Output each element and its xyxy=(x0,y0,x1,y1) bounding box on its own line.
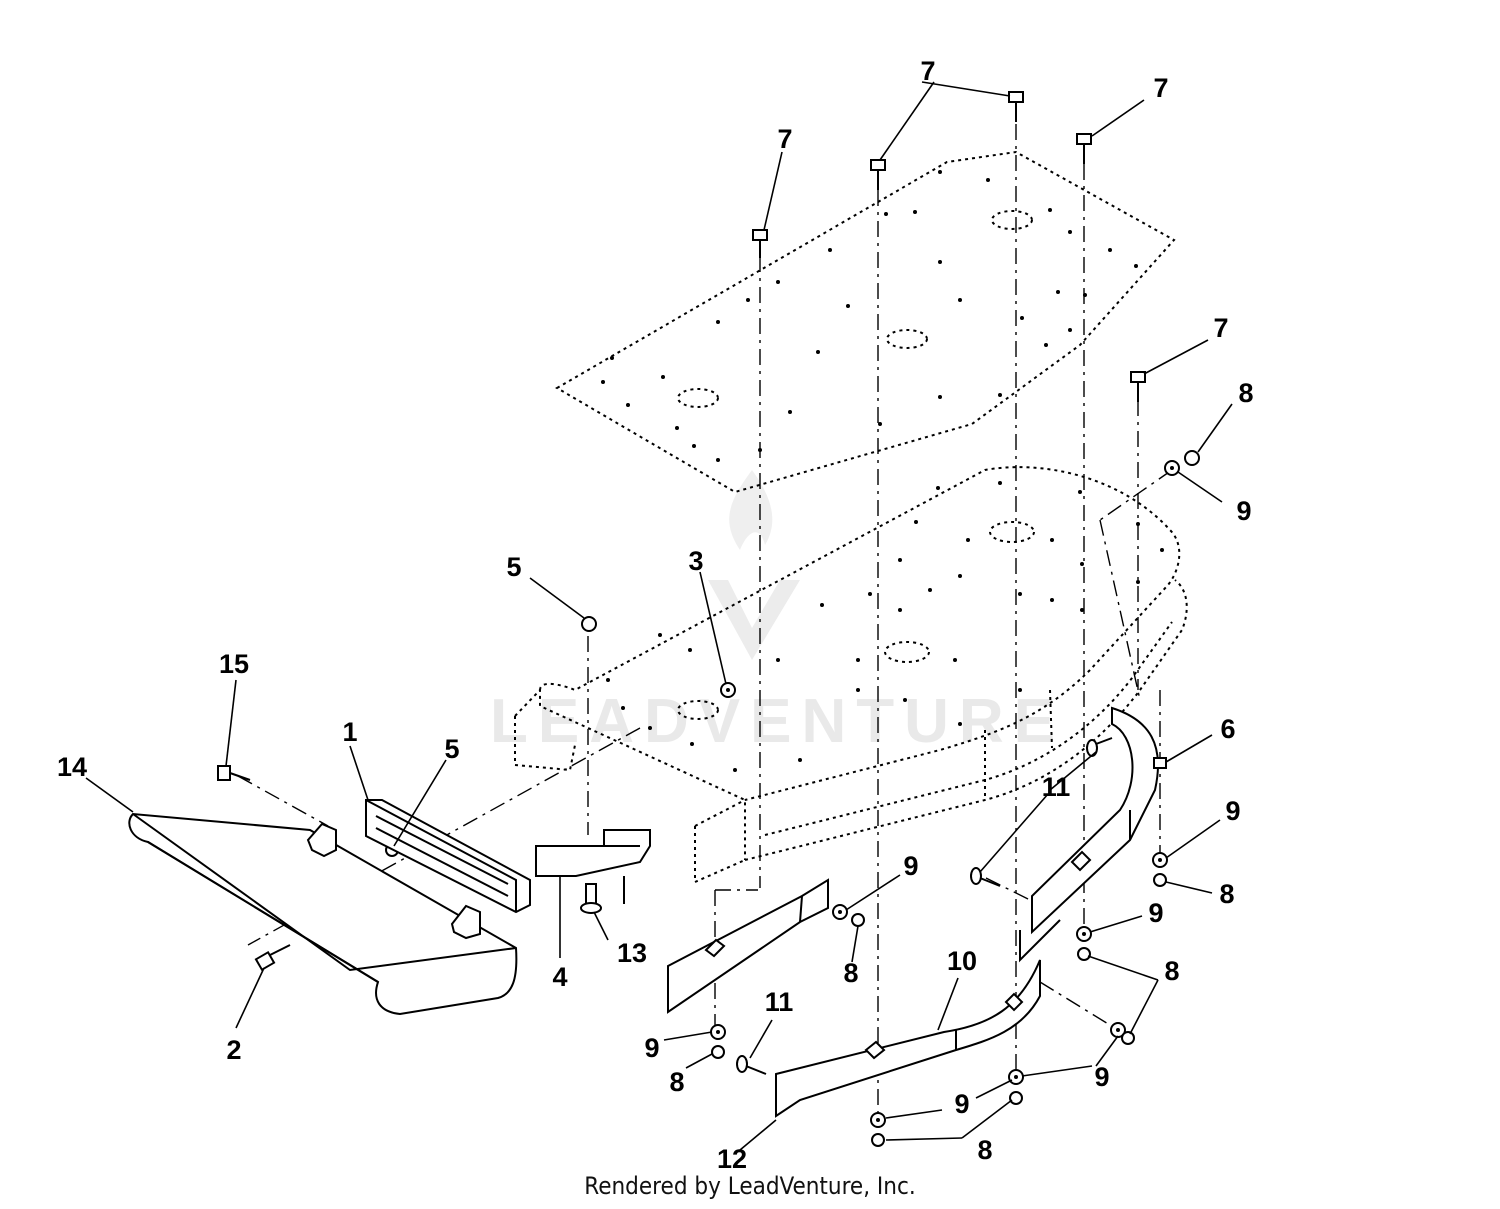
mounting-bracket xyxy=(365,799,531,914)
callout-1: 1 xyxy=(342,717,357,747)
carriage-bolts xyxy=(736,737,1113,1075)
callout-12: 12 xyxy=(717,1144,747,1174)
baffle-right xyxy=(1019,706,1167,963)
leader-lines xyxy=(85,81,1233,1151)
callout-9-e: 9 xyxy=(644,1033,659,1063)
chute-bolt xyxy=(254,944,291,972)
callout-7-d: 7 xyxy=(1213,313,1228,343)
small-bracket xyxy=(535,829,651,914)
callout-6: 6 xyxy=(1220,714,1235,744)
callout-labels: 1 2 3 4 5 5 6 7 7 7 7 8 8 8 8 8 8 9 9 9 … xyxy=(57,56,1254,1174)
callout-8-a: 8 xyxy=(1238,378,1253,408)
watermark-text: LEADVENTURE xyxy=(490,687,1065,756)
callout-11-b: 11 xyxy=(765,987,794,1017)
callout-8-d: 8 xyxy=(843,958,858,988)
callout-9-d: 9 xyxy=(903,851,918,881)
baffle-bottom xyxy=(775,959,1041,1118)
callout-9-f: 9 xyxy=(1094,1062,1109,1092)
deck-top-plate xyxy=(555,150,1176,494)
chute-mount-bolt xyxy=(217,765,251,781)
assembly-center-lines xyxy=(237,124,1173,1118)
watermark: LEADVENTURE xyxy=(490,470,1065,756)
callout-8-f: 8 xyxy=(977,1135,992,1165)
callout-14: 14 xyxy=(57,752,87,782)
mower-deck-housing xyxy=(514,466,1188,884)
bolt-hardware xyxy=(752,91,1146,402)
callout-9-g: 9 xyxy=(954,1089,969,1119)
footer-credit: Rendered by LeadVenture, Inc. xyxy=(584,1172,915,1200)
callout-15: 15 xyxy=(219,649,249,679)
callout-8-b: 8 xyxy=(1219,879,1234,909)
callout-13: 13 xyxy=(617,938,647,968)
callout-8-e: 8 xyxy=(669,1067,684,1097)
callout-9-a: 9 xyxy=(1236,496,1251,526)
callout-9-c: 9 xyxy=(1148,898,1163,928)
callout-7-a: 7 xyxy=(920,56,935,86)
discharge-chute xyxy=(128,812,518,1016)
callout-3: 3 xyxy=(688,546,703,576)
callout-7-c: 7 xyxy=(777,124,792,154)
callout-11-a: 11 xyxy=(1042,772,1071,802)
callout-10: 10 xyxy=(947,946,977,976)
baffle-left xyxy=(667,878,829,1014)
callout-4: 4 xyxy=(552,962,567,992)
callout-5-top: 5 xyxy=(506,552,521,582)
callout-7-b: 7 xyxy=(1153,73,1168,103)
callout-5-bracket: 5 xyxy=(444,734,459,764)
callout-9-b: 9 xyxy=(1225,796,1240,826)
callout-8-c: 8 xyxy=(1164,956,1179,986)
callout-2: 2 xyxy=(226,1035,241,1065)
